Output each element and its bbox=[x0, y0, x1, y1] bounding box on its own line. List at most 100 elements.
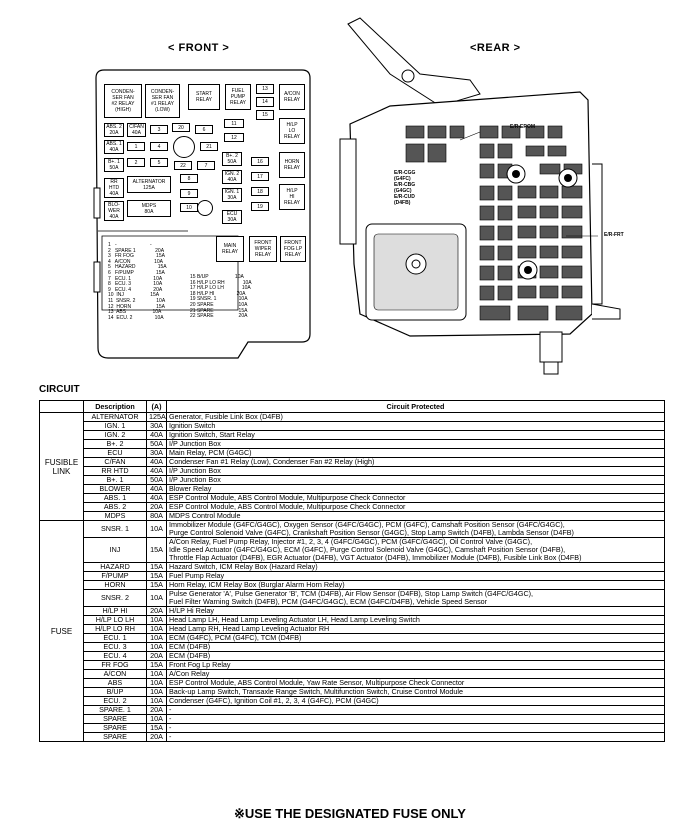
header-group bbox=[39, 400, 84, 413]
fuse-7: 7 bbox=[197, 161, 215, 170]
circuit-cell: Generator, Fusible Link Box (D4FB) bbox=[166, 412, 665, 422]
amperage-cell: 40A bbox=[146, 466, 167, 476]
description-cell: B/UP bbox=[83, 687, 147, 697]
ign2-fuse: IGN. 2 40A bbox=[222, 170, 242, 184]
description-cell: ABS. 1 bbox=[83, 493, 147, 503]
fuse-10: 10 bbox=[180, 203, 198, 212]
bplus2-fuse: B+. 2 50A bbox=[222, 152, 242, 166]
description-cell: ECU. 1 bbox=[83, 633, 147, 643]
er-cgg-label: E/R-CGG (G4FC) E/R-CBG (G4GC) E/R-CUD (D… bbox=[394, 170, 416, 206]
circuit-cell: - bbox=[166, 714, 665, 724]
hlp-hi-relay: H/LP HI RELAY bbox=[279, 184, 305, 210]
fuse-13: 13 bbox=[256, 84, 274, 94]
description-cell: ECU bbox=[83, 448, 147, 458]
stud-circle-front-1 bbox=[173, 136, 195, 158]
ign1-fuse: IGN. 1 30A bbox=[222, 188, 242, 202]
circuit-cell: Horn Relay, ICM Relay Box (Burglar Alarm… bbox=[166, 580, 665, 590]
er-erom-label: E/R-EROM bbox=[510, 124, 535, 130]
circuit-cell: ESP Control Module, ABS Control Module, … bbox=[166, 493, 665, 503]
description-cell: SNSR. 1 bbox=[83, 520, 147, 538]
description-cell: SNSR. 2 bbox=[83, 589, 147, 607]
circuit-title: CIRCUIT bbox=[39, 384, 80, 395]
hlp-lo-relay: H/LP LO RELAY bbox=[279, 118, 305, 144]
circuit-cell: Head Lamp RH, Head Lamp Leveling Actuato… bbox=[166, 624, 665, 634]
circuit-cell: - bbox=[166, 705, 665, 715]
circuit-cell: MDPS Control Module bbox=[166, 511, 665, 521]
description-cell: ECU. 2 bbox=[83, 696, 147, 706]
description-cell: BLOWER bbox=[83, 484, 147, 494]
circuit-cell: Head Lamp LH, Head Lamp Leveling Actuato… bbox=[166, 615, 665, 625]
condenser-fan-2-relay: CONDEN- SER FAN #2 RELAY (HIGH) bbox=[104, 84, 142, 118]
fuse-22: 22 bbox=[174, 161, 192, 170]
amperage-cell: 15A bbox=[146, 660, 167, 670]
front-wiper-relay: FRONT WIPER RELAY bbox=[249, 236, 277, 262]
footer-note: ※USE THE DESIGNATED FUSE ONLY bbox=[234, 806, 466, 821]
amperage-cell: 30A bbox=[146, 421, 167, 431]
fuse-2: 2 bbox=[127, 158, 145, 167]
amperage-cell: 10A bbox=[146, 589, 167, 607]
amperage-cell: 125A bbox=[146, 412, 167, 422]
circuit-cell: ESP Control Module, ABS Control Module, … bbox=[166, 502, 665, 512]
bplus1-fuse: B+. 1 50A bbox=[104, 158, 124, 172]
circuit-cell: Condenser Fan #1 Relay (Low), Condenser … bbox=[166, 457, 665, 467]
circuit-cell: ECM (D4FB) bbox=[166, 651, 665, 661]
amperage-cell: 15A bbox=[146, 571, 167, 581]
description-cell: ABS. 2 bbox=[83, 502, 147, 512]
circuit-cell: Ignition Switch, Start Relay bbox=[166, 430, 665, 440]
description-cell: FR FOG bbox=[83, 660, 147, 670]
amperage-cell: 50A bbox=[146, 439, 167, 449]
circuit-cell: Ignition Switch bbox=[166, 421, 665, 431]
circuit-cell: H/LP Hi Relay bbox=[166, 606, 665, 616]
description-cell: ABS bbox=[83, 678, 147, 688]
front-label: < FRONT > bbox=[168, 42, 230, 54]
fuse-11: 11 bbox=[224, 119, 244, 128]
blower-fuse: BLO- WER 40A bbox=[104, 201, 124, 221]
condenser-fan-1-relay: CONDEN- SER FAN #1 RELAY (LOW) bbox=[145, 84, 180, 118]
amperage-cell: 15A bbox=[146, 562, 167, 572]
fuse-legend-right: 15 B/UP 10A 16 H/LP LO RH 10A 17 H/LP LO… bbox=[190, 274, 252, 320]
description-cell: ECU. 4 bbox=[83, 651, 147, 661]
circuit-cell: Blower Relay bbox=[166, 484, 665, 494]
fuse-19: 19 bbox=[251, 202, 269, 211]
amperage-cell: 20A bbox=[146, 606, 167, 616]
fuse-8: 8 bbox=[180, 174, 198, 183]
abs1-fuse: ABS. 1 40A bbox=[104, 140, 124, 154]
description-cell: HAZARD bbox=[83, 562, 147, 572]
amperage-cell: 40A bbox=[146, 484, 167, 494]
circuit-cell: ECM (G4FC), PCM (G4FC), TCM (D4FB) bbox=[166, 633, 665, 643]
circuit-cell: Hazard Switch, ICM Relay Box (Hazard Rel… bbox=[166, 562, 665, 572]
abs2-fuse: ABS. 2 20A bbox=[104, 123, 124, 137]
circuit-cell: ECM (D4FB) bbox=[166, 642, 665, 652]
amperage-cell: 10A bbox=[146, 687, 167, 697]
circuit-cell: Back-up Lamp Switch, Transaxle Range Swi… bbox=[166, 687, 665, 697]
amperage-cell: 15A bbox=[146, 537, 167, 563]
description-cell: HORN bbox=[83, 580, 147, 590]
circuit-cell: Fuel Pump Relay bbox=[166, 571, 665, 581]
cfan-fuse: C/FAN 40A bbox=[127, 123, 146, 137]
description-cell: B+. 1 bbox=[83, 475, 147, 485]
circuit-cell: Front Fog Lp Relay bbox=[166, 660, 665, 670]
circuit-cell: - bbox=[166, 732, 665, 742]
amperage-cell: 20A bbox=[146, 705, 167, 715]
